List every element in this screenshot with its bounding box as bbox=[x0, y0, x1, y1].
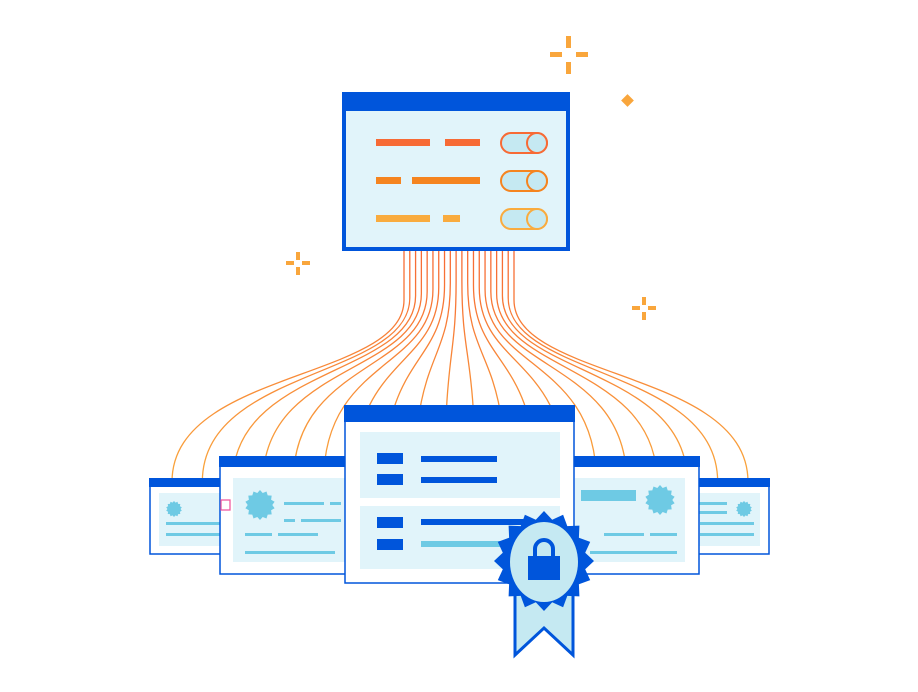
starburst-seal-icon bbox=[245, 490, 275, 520]
sparkle-icon bbox=[550, 36, 588, 74]
settings-row bbox=[376, 208, 548, 230]
ribbon-badge-icon bbox=[494, 511, 594, 659]
wire bbox=[513, 250, 749, 483]
wire bbox=[262, 250, 423, 483]
diamond-icon bbox=[621, 94, 634, 107]
title-bar bbox=[342, 92, 570, 111]
settings-row bbox=[376, 170, 548, 192]
starburst-seal-icon bbox=[166, 501, 182, 517]
starburst-seal-icon bbox=[736, 501, 752, 517]
toggle-switch[interactable] bbox=[500, 170, 548, 192]
padlock-icon bbox=[528, 538, 560, 580]
certificate-window-right bbox=[561, 456, 700, 575]
wire bbox=[501, 250, 689, 483]
wire bbox=[292, 250, 428, 483]
wire bbox=[507, 250, 719, 483]
certificate-window-far-right bbox=[676, 478, 770, 555]
sparkle-icon bbox=[286, 252, 310, 275]
wire bbox=[490, 250, 628, 483]
list-card bbox=[360, 432, 560, 498]
wire bbox=[484, 250, 598, 483]
wire bbox=[231, 250, 417, 483]
wire bbox=[201, 250, 411, 483]
selection-marker bbox=[220, 499, 231, 511]
toggle-switch[interactable] bbox=[500, 132, 548, 154]
settings-row bbox=[376, 132, 548, 154]
wire bbox=[322, 250, 434, 483]
wire bbox=[495, 250, 658, 483]
settings-window bbox=[342, 92, 570, 251]
certificate-window-center bbox=[344, 405, 575, 584]
sparkle-icon bbox=[632, 297, 656, 320]
toggle-switch[interactable] bbox=[500, 208, 548, 230]
certificate-window-left bbox=[219, 456, 372, 575]
starburst-seal-icon bbox=[645, 485, 675, 515]
wire bbox=[171, 250, 405, 483]
